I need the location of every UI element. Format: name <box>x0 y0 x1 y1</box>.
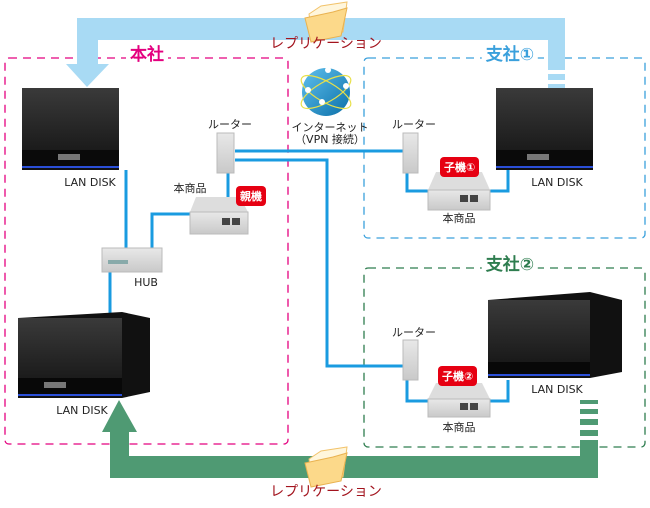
nas-label: LAN DISK <box>531 176 583 189</box>
lan-disk-nas <box>18 312 150 398</box>
nas-label: LAN DISK <box>531 383 583 396</box>
nas-label: LAN DISK <box>56 404 108 417</box>
replication-label-bottom: レプリケーション <box>270 484 382 500</box>
child1-badge: 子機① <box>440 157 480 177</box>
product-label: 本商品 <box>173 182 207 195</box>
lan-disk-nas <box>488 292 622 378</box>
lan-disk-nas <box>496 88 593 170</box>
network-cables <box>108 149 510 403</box>
router-device <box>402 132 419 174</box>
router-label: ルーター <box>392 326 436 339</box>
router-label: ルーター <box>208 118 252 131</box>
product-label: 本商品 <box>442 212 476 225</box>
router-device <box>216 132 235 174</box>
hub-label: HUB <box>134 276 158 289</box>
branch2-site-boundary <box>363 267 646 448</box>
child2-badge: 子機② <box>438 366 478 386</box>
internet-label: インターネット （VPN 接続） <box>291 121 369 147</box>
product-device-child2 <box>427 383 491 418</box>
hq-site-title: 本社 <box>126 46 168 65</box>
parent-badge: 親機 <box>236 186 266 206</box>
branch2-site-title: 支社② <box>481 256 539 275</box>
folder-icon <box>304 446 348 488</box>
product-label: 本商品 <box>442 421 476 434</box>
internet-label-line2: （VPN 接続） <box>295 133 365 147</box>
router-device <box>402 339 419 381</box>
replication-arrow-bottom <box>102 400 598 478</box>
internet-label-line1: インターネット <box>291 121 369 134</box>
router-label: ルーター <box>392 118 436 131</box>
lan-disk-nas <box>22 88 119 170</box>
internet-globe-icon <box>300 67 352 116</box>
product-device-child1 <box>427 172 491 211</box>
branch1-site-boundary <box>363 57 646 239</box>
hub-device <box>101 247 163 273</box>
replication-label-top: レプリケーション <box>270 36 382 52</box>
product-device-parent <box>189 197 249 235</box>
branch1-site-title: 支社① <box>481 46 539 65</box>
nas-label: LAN DISK <box>64 176 116 189</box>
folder-icon <box>304 1 348 43</box>
hq-site-boundary <box>4 57 289 445</box>
